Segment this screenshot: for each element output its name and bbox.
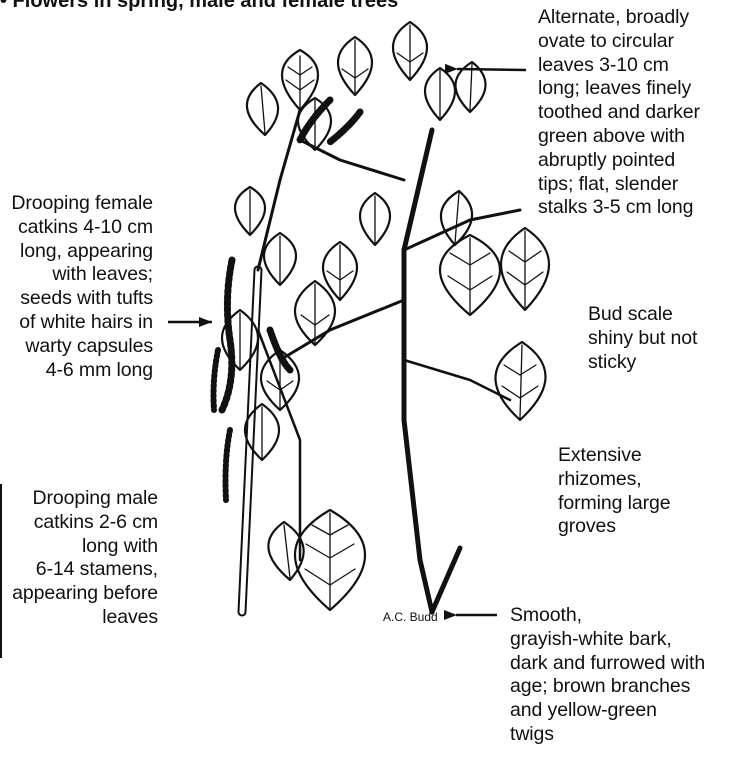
label-leaves: Alternate, broadly ovate to circular lea… — [538, 6, 700, 220]
leaves-arrow — [457, 69, 526, 70]
label-rhizomes: Extensive rhizomes, forming large groves — [558, 444, 671, 539]
label-male-catkins: Drooping male catkins 2-6 cm long with 6… — [12, 487, 158, 630]
label-bud-scale: Bud scale shiny but not sticky — [588, 303, 697, 374]
illustrator-credit: A.C. Budd — [383, 610, 438, 624]
label-bark: Smooth, grayish-white bark, dark and fur… — [510, 604, 705, 747]
label-female-catkins: Drooping female catkins 4-10 cm long, ap… — [11, 192, 153, 382]
